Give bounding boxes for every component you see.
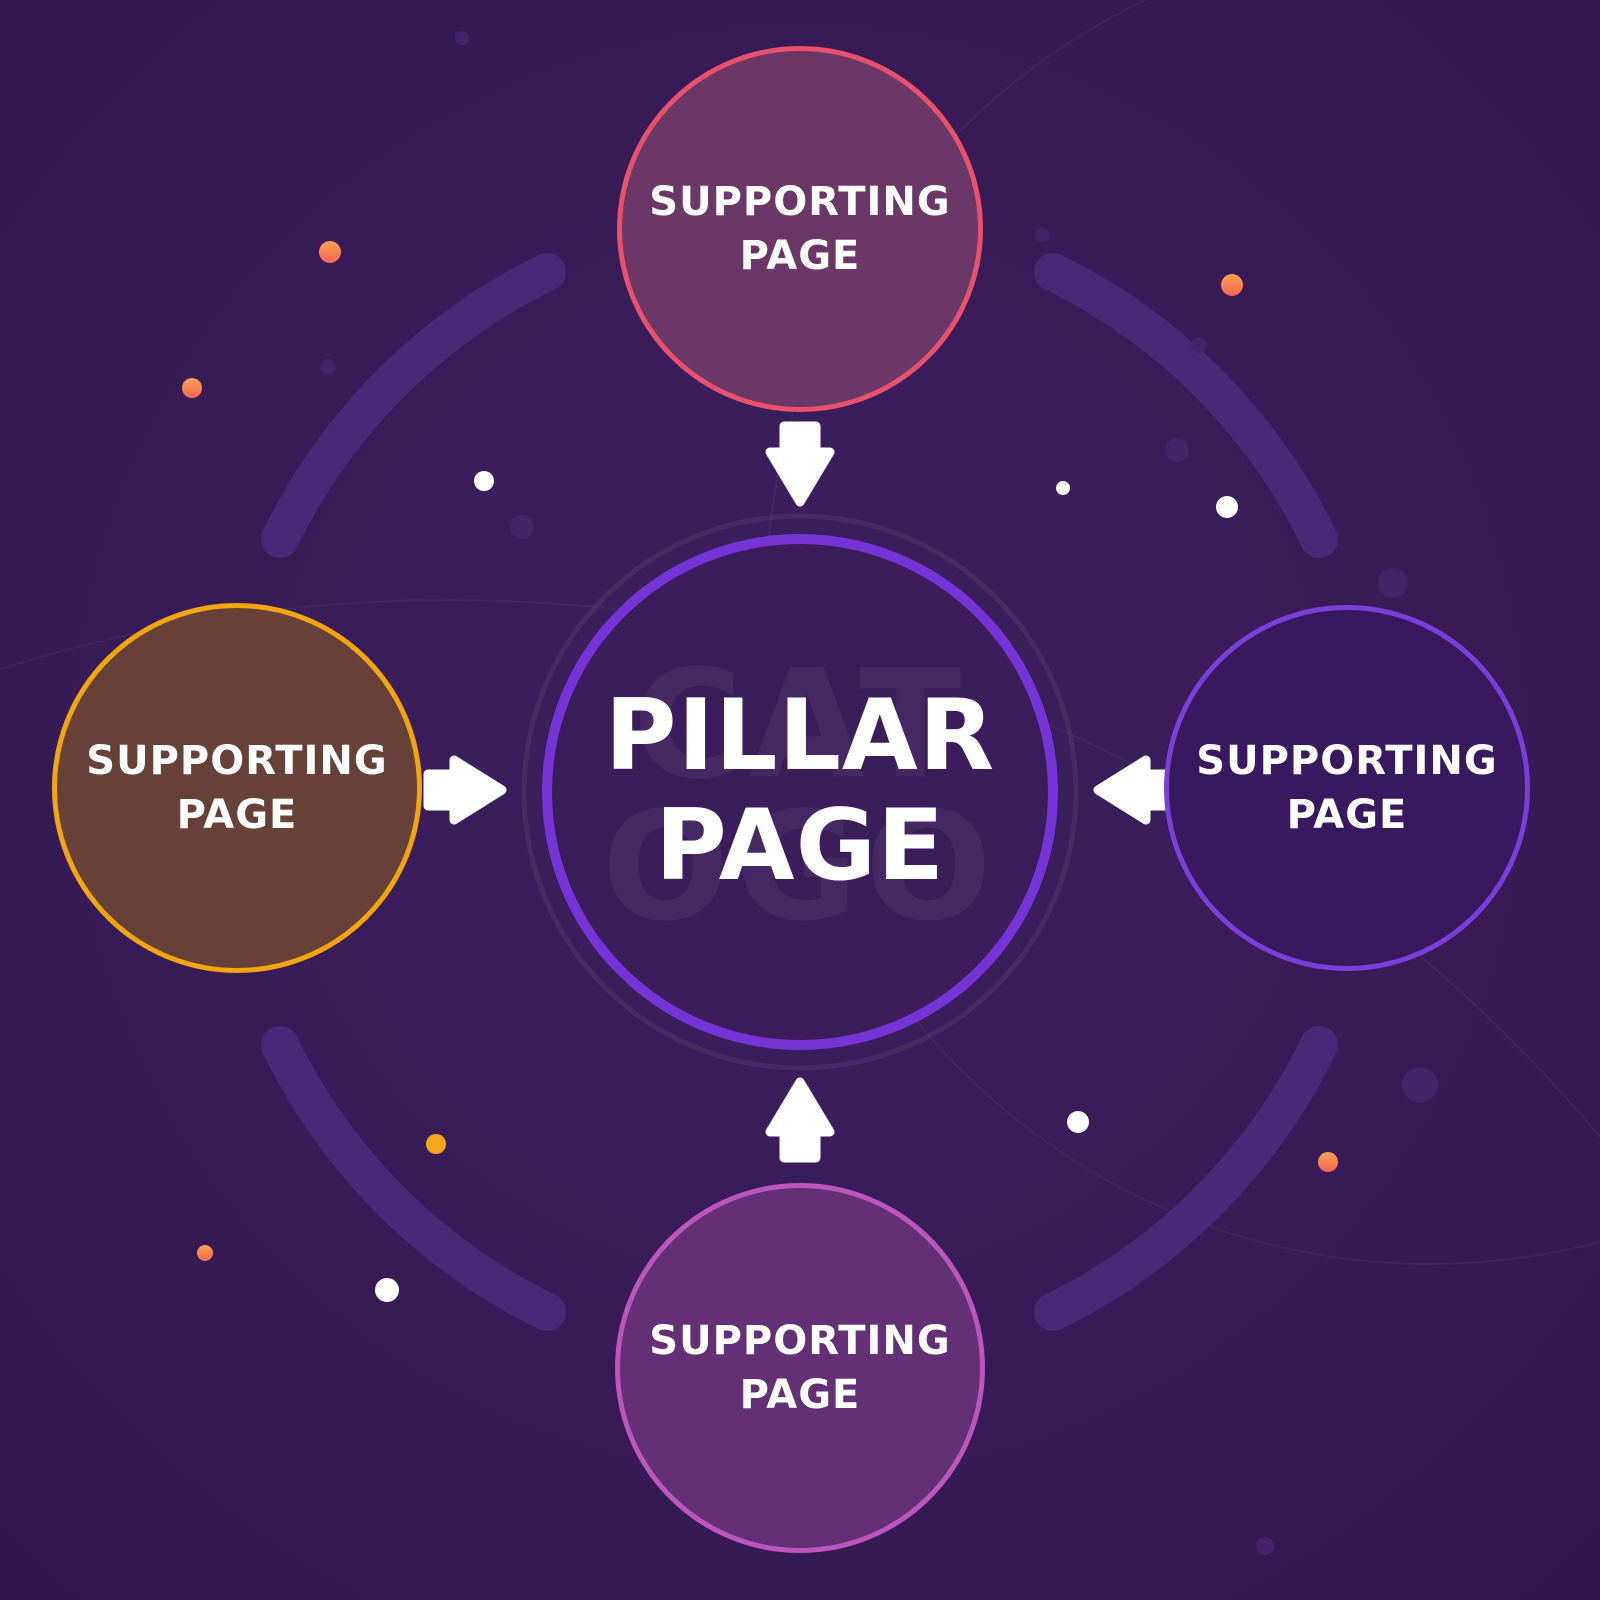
- supporting-page-node-left: SUPPORTING PAGE: [52, 603, 422, 973]
- arrow-left-icon: [1093, 755, 1177, 825]
- decorative-dot-amber: [426, 1134, 446, 1154]
- arrow-up-icon: [765, 1077, 835, 1163]
- decorative-dots-purple: [320, 31, 1438, 1555]
- arrow-down-icon: [765, 421, 835, 507]
- ring-arc-bottom-left: [261, 1026, 566, 1331]
- supporting-page-label: SUPPORTING PAGE: [86, 738, 388, 838]
- supporting-page-label: SUPPORTING PAGE: [1196, 738, 1498, 838]
- ring-arc-bottom-right: [1034, 1026, 1338, 1331]
- ring-arc-top-right: [1034, 253, 1338, 558]
- supporting-page-node-top: SUPPORTING PAGE: [617, 46, 983, 412]
- arrows: [423, 421, 1177, 1163]
- ring-arc-top-left: [261, 253, 566, 558]
- supporting-page-node-right: SUPPORTING PAGE: [1164, 605, 1530, 971]
- pillar-page-label: PILLAR PAGE: [604, 679, 996, 903]
- watermark: CAT OGO: [601, 638, 999, 955]
- supporting-page-label: SUPPORTING PAGE: [649, 179, 951, 279]
- ring-arcs: [261, 253, 1338, 1331]
- pillar-page-node: CAT OGO PILLAR PAGE: [542, 534, 1058, 1050]
- supporting-page-label: SUPPORTING PAGE: [649, 1318, 951, 1418]
- decorative-dots-coral: [182, 241, 1338, 1261]
- supporting-page-node-bottom: SUPPORTING PAGE: [615, 1183, 985, 1553]
- decorative-dots-white: [375, 471, 1238, 1302]
- arrow-right-icon: [423, 755, 507, 825]
